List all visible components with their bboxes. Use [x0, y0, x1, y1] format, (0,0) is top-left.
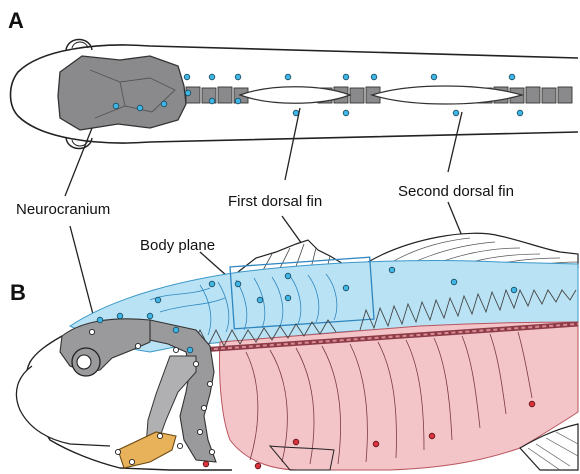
first-dorsal-fin-pointer-bottom: [282, 216, 302, 244]
panel-letter-a: A: [8, 8, 24, 33]
first-dorsal-fin-label: First dorsal fin: [228, 193, 322, 210]
second-dorsal-fin-label: Second dorsal fin: [398, 183, 514, 200]
lower-jaw-bone: [118, 432, 176, 468]
body-plane-label: Body plane: [140, 237, 215, 254]
lateral-view-fish: [16, 233, 578, 470]
dorsal-view-fish: [11, 40, 579, 149]
mouth: [16, 366, 110, 446]
panel-letter-b: B: [10, 280, 26, 305]
neurocranium-pointer-bottom: [70, 226, 95, 322]
second-dorsal-fin-pointer-bottom: [448, 202, 462, 236]
neurocranium-label: Neurocranium: [16, 201, 110, 218]
pupil-lateral: [77, 355, 91, 369]
